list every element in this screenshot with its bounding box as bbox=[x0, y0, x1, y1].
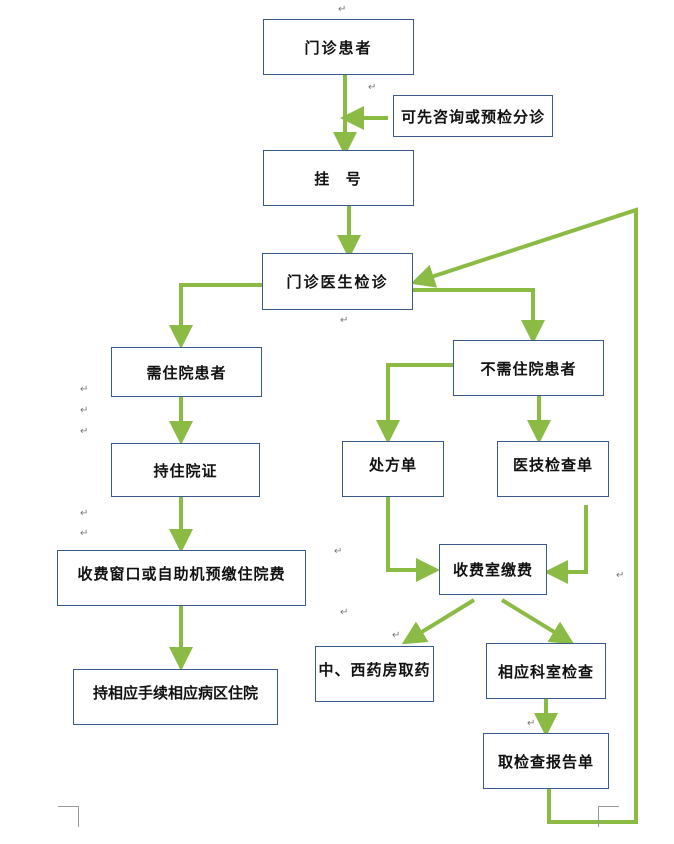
node-outpatient: 门诊患者 bbox=[263, 19, 414, 75]
node-label: 需住院患者 bbox=[146, 363, 227, 382]
node-label: 收费窗口或自助机预缴住院费 bbox=[77, 565, 286, 583]
node-ward: 持相应手续相应病区住院 bbox=[73, 669, 278, 725]
node-label: 医技检查单 bbox=[512, 456, 593, 474]
node-label: 取检查报告单 bbox=[497, 752, 594, 771]
paragraph-mark: ↵ bbox=[80, 508, 89, 519]
paragraph-mark: ↵ bbox=[80, 405, 89, 416]
page-corner-mark bbox=[58, 806, 79, 827]
node-label: 持住院证 bbox=[153, 461, 218, 480]
node-admission-cert: 持住院证 bbox=[111, 443, 260, 497]
node-label: 挂 号 bbox=[314, 169, 363, 188]
paragraph-mark: ↵ bbox=[368, 82, 377, 93]
node-label: 可先咨询或预检分诊 bbox=[400, 107, 545, 126]
page-corner-mark bbox=[598, 806, 619, 827]
arrow-doctor-no-inpatient bbox=[413, 288, 545, 344]
node-label: 中、西药房取药 bbox=[318, 661, 431, 679]
node-label: 门诊医生检诊 bbox=[286, 273, 389, 291]
node-label: 收费室缴费 bbox=[452, 561, 533, 579]
node-inpatient-needed: 需住院患者 bbox=[111, 347, 262, 397]
node-label: 相应科室检查 bbox=[497, 662, 594, 681]
node-prepay: 收费窗口或自助机预缴住院费 bbox=[57, 550, 306, 606]
paragraph-mark: ↵ bbox=[80, 426, 89, 437]
arrow-payment-exam bbox=[500, 598, 575, 645]
paragraph-mark: ↵ bbox=[80, 384, 89, 395]
paragraph-mark: ↵ bbox=[340, 315, 349, 326]
arrow-prescription-payment bbox=[386, 497, 440, 582]
paragraph-mark: ↵ bbox=[340, 607, 349, 618]
paragraph-mark: ↵ bbox=[334, 546, 343, 557]
node-label: 持相应手续相应病区住院 bbox=[92, 684, 258, 702]
node-label: 门诊患者 bbox=[304, 38, 373, 57]
node-no-inpatient: 不需住院患者 bbox=[453, 340, 604, 396]
node-doctor: 门诊医生检诊 bbox=[262, 253, 413, 310]
arrow-payment-pharmacy bbox=[401, 598, 476, 645]
loop-report-doctor bbox=[410, 207, 638, 824]
node-lab-order: 医技检查单 bbox=[497, 441, 609, 497]
arrow-no-inpatient-prescription bbox=[376, 363, 453, 444]
paragraph-mark: ↵ bbox=[338, 4, 347, 15]
arrow-doctor-inpatient bbox=[169, 283, 262, 349]
node-prescription: 处方单 bbox=[342, 441, 444, 497]
paragraph-mark: ↵ bbox=[527, 718, 536, 729]
node-consult: 可先咨询或预检分诊 bbox=[393, 95, 553, 137]
paragraph-mark: ↵ bbox=[616, 570, 625, 581]
node-report: 取检查报告单 bbox=[483, 733, 609, 789]
paragraph-mark: ↵ bbox=[392, 630, 401, 641]
node-pharmacy: 中、西药房取药 bbox=[315, 646, 434, 702]
arrow-lab-payment bbox=[544, 505, 588, 584]
node-label: 不需住院患者 bbox=[480, 359, 577, 378]
node-label: 处方单 bbox=[368, 456, 417, 474]
node-exam: 相应科室检查 bbox=[486, 643, 606, 699]
paragraph-mark: ↵ bbox=[80, 528, 89, 539]
node-register: 挂 号 bbox=[263, 150, 414, 206]
node-payment: 收费室缴费 bbox=[439, 544, 547, 595]
